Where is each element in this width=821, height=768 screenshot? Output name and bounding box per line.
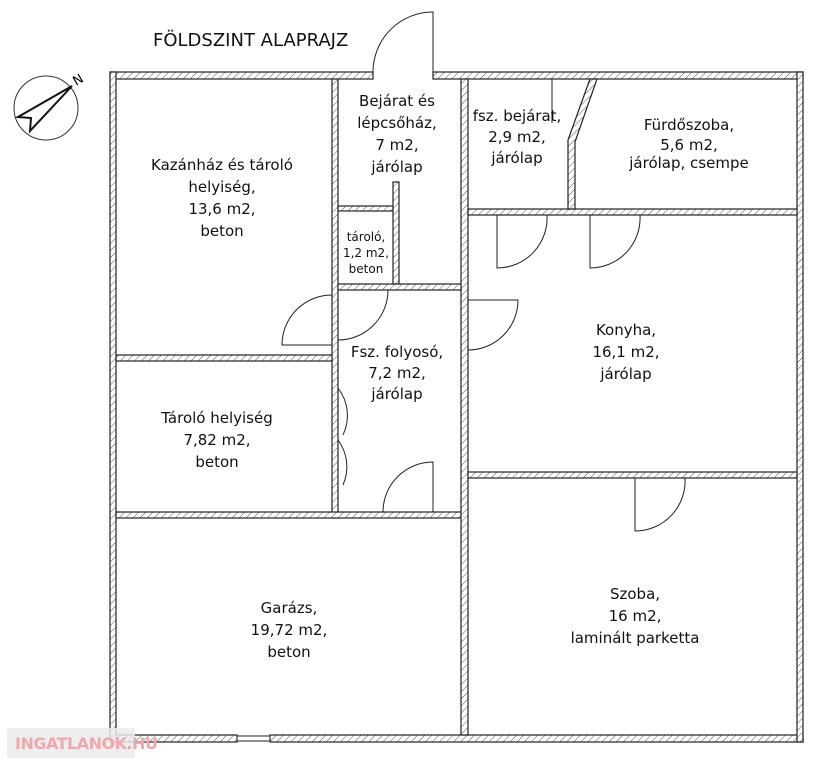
room-label: 16,1 m2, [592,343,659,361]
room-label: beton [195,453,238,471]
room-furdoszoba: Fürdőszoba, 5,6 m2, járólap, csempe [628,116,748,172]
doors [281,11,686,532]
watermark-text: INGATLANOK.HU [15,733,158,753]
room-taroló-helyiseg: Tároló helyiség 7,82 m2, beton [160,409,273,471]
room-label: 7,2 m2, [368,364,426,382]
room-label: Garázs, [261,599,318,617]
room-konyha: Konyha, 16,1 m2, járólap [592,321,659,383]
room-label: Bejárat és [359,92,435,110]
room-label: 7,82 m2, [183,431,250,449]
room-label: 16 m2, [609,607,662,625]
room-label: járólap [370,158,422,176]
room-label: 19,72 m2, [251,621,328,639]
compass-label: N [71,72,87,90]
room-label: lépcsőház, [357,114,437,132]
room-taroló-small: tároló, 1,2 m2, beton [343,230,389,276]
room-label: Tároló helyiség [160,409,273,427]
plan-title: FÖLDSZINT ALAPRAJZ [153,29,348,51]
room-bejarat: Bejárat és lépcsőház, 7 m2, járólap [357,92,437,176]
room-kazanhaz: Kazánház és tároló helyiség, 13,6 m2, be… [151,156,293,240]
room-label: járólap [599,365,651,383]
room-szoba: Szoba, 16 m2, laminált parketta [571,585,700,647]
room-label: 7 m2, [375,136,418,154]
room-label: Szoba, [610,585,660,603]
walls [109,71,804,743]
room-label: 5,6 m2, [660,136,718,154]
room-label: tároló, [347,230,386,244]
room-label: laminált parketta [571,629,700,647]
compass-north-icon: N [13,72,87,141]
room-label: beton [267,643,310,661]
room-label: beton [200,222,243,240]
room-label: Fsz. folyosó, [351,343,443,361]
room-label: 2,9 m2, [488,128,546,146]
room-folyoso: Fsz. folyosó, 7,2 m2, járólap [351,343,443,403]
room-label: Kazánház és tároló [151,156,293,174]
watermark-logo: INGATLANOK.HU [7,728,158,758]
room-label: fsz. bejárat, [473,107,562,125]
room-label: helyiség, [188,178,255,196]
room-label: 13,6 m2, [188,200,255,218]
room-label: Fürdőszoba, [644,116,734,134]
room-label: beton [349,262,384,276]
room-fsz-bejarat: fsz. bejárat, 2,9 m2, járólap [473,107,562,167]
room-label: járólap [370,385,422,403]
room-garazs: Garázs, 19,72 m2, beton [251,599,328,661]
room-label: járólap, csempe [628,154,748,172]
room-label: járólap [490,149,542,167]
room-label: 1,2 m2, [343,246,389,260]
room-label: Konyha, [596,321,656,339]
